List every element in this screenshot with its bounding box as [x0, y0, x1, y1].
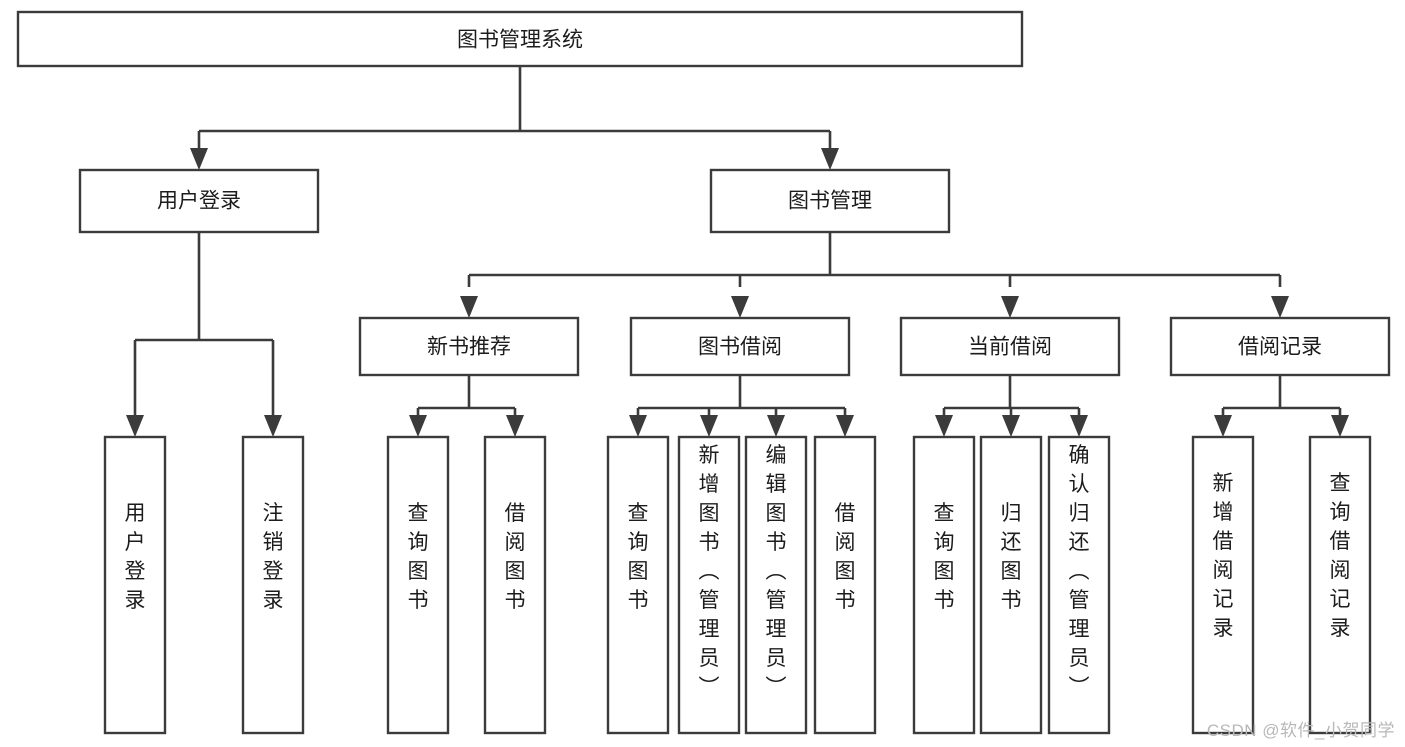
leaf-borrow-record-2-label: 查询借阅记录 — [1330, 472, 1351, 640]
leaf-borrow-record-1-box[interactable] — [1191, 435, 1255, 735]
leaf-borrow-record-1[interactable]: 新增借阅记录 — [1191, 435, 1255, 735]
leaf-current-borrow-1-box[interactable] — [912, 435, 976, 735]
leaf-recommend-2-box[interactable] — [483, 435, 547, 735]
node-current-borrow-label: 当前借阅 — [968, 336, 1052, 359]
arrow-to-user-login-leaf — [126, 415, 144, 437]
arrow-current-leaf-3 — [1070, 415, 1088, 437]
leaf-book-borrow-3[interactable]: 编辑图书︵管理员︶ — [744, 435, 808, 735]
leaf-current-borrow-1[interactable]: 查询图书 — [912, 435, 976, 735]
leaf-user-login-2[interactable]: 注销登录 — [241, 435, 305, 735]
arrow-record-leaf-2 — [1331, 415, 1349, 437]
node-new-book-recommend[interactable]: 新书推荐 — [358, 316, 580, 377]
leaf-user-login-1-label: 用户登录 — [125, 502, 146, 612]
leaf-book-borrow-2-label: 新增图书︵管理员︶ — [699, 444, 720, 699]
arrow-recommend-leaf-1 — [409, 415, 427, 437]
node-new-book-recommend-label: 新书推荐 — [427, 336, 511, 359]
leaf-current-borrow-2-box[interactable] — [979, 435, 1043, 735]
node-book-borrow-box[interactable] — [629, 316, 851, 377]
arrow-to-logout-leaf — [264, 415, 282, 437]
leaf-user-login-1-box[interactable] — [103, 435, 167, 735]
node-new-book-recommend-box[interactable] — [358, 316, 580, 377]
arrow-borrow-leaf-4 — [836, 415, 854, 437]
leaf-book-borrow-4-label: 借阅图书 — [835, 502, 856, 612]
leaf-current-borrow-3[interactable]: 确认归还︵管理员︶ — [1047, 435, 1111, 735]
leaf-recommend-2[interactable]: 借阅图书 — [483, 435, 547, 735]
leaf-book-borrow-1[interactable]: 查询图书 — [606, 435, 670, 735]
arrow-to-current-borrow — [1001, 296, 1019, 318]
leaf-borrow-record-1-label: 新增借阅记录 — [1213, 472, 1234, 640]
arrow-borrow-leaf-3 — [767, 415, 785, 437]
node-current-borrow[interactable]: 当前借阅 — [899, 316, 1121, 377]
leaf-current-borrow-3-label: 确认归还︵管理员︶ — [1069, 444, 1090, 699]
leaf-current-borrow-2-label: 归还图书 — [1001, 502, 1022, 612]
arrow-to-book-manage — [821, 148, 839, 170]
node-book-manage-label: 图书管理 — [788, 190, 872, 213]
leaf-book-borrow-1-label: 查询图书 — [628, 502, 649, 612]
leaf-current-borrow-2[interactable]: 归还图书 — [979, 435, 1043, 735]
leaf-borrow-record-2[interactable]: 查询借阅记录 — [1308, 435, 1372, 735]
node-root[interactable]: 图书管理系统 — [16, 10, 1024, 68]
arrow-current-leaf-1 — [935, 415, 953, 437]
arrow-to-book-borrow — [731, 296, 749, 318]
leaf-user-login-1[interactable]: 用户登录 — [103, 435, 167, 735]
arrow-to-new-book-recommend — [460, 296, 478, 318]
leaf-recommend-1[interactable]: 查询图书 — [386, 435, 450, 735]
leaf-current-borrow-1-label: 查询图书 — [934, 502, 955, 612]
node-root-box[interactable] — [16, 10, 1024, 68]
arrow-borrow-leaf-1 — [629, 415, 647, 437]
leaf-book-borrow-1-box[interactable] — [606, 435, 670, 735]
arrow-to-borrow-record — [1271, 296, 1289, 318]
connector-layer — [126, 66, 1349, 437]
node-borrow-record-label: 借阅记录 — [1238, 336, 1322, 359]
node-borrow-record-box[interactable] — [1169, 316, 1391, 377]
node-borrow-record[interactable]: 借阅记录 — [1169, 316, 1391, 377]
node-book-manage-box[interactable] — [709, 168, 951, 234]
leaf-recommend-1-box[interactable] — [386, 435, 450, 735]
leaf-book-borrow-3-label: 编辑图书︵管理员︶ — [766, 444, 787, 699]
node-book-borrow[interactable]: 图书借阅 — [629, 316, 851, 377]
leaf-current-borrow-3-box[interactable] — [1047, 435, 1111, 735]
arrow-record-leaf-1 — [1214, 415, 1232, 437]
node-current-borrow-box[interactable] — [899, 316, 1121, 377]
leaf-recommend-1-label: 查询图书 — [408, 502, 429, 612]
leaf-book-borrow-2-box[interactable] — [677, 435, 741, 735]
node-book-borrow-label: 图书借阅 — [698, 336, 782, 359]
arrow-recommend-leaf-2 — [506, 415, 524, 437]
leaf-user-login-2-label: 注销登录 — [263, 502, 284, 612]
node-user-login-label: 用户登录 — [157, 190, 241, 213]
node-user-login-box[interactable] — [78, 168, 320, 234]
node-user-login[interactable]: 用户登录 — [78, 168, 320, 234]
leaf-user-login-2-box[interactable] — [241, 435, 305, 735]
leaf-book-borrow-2[interactable]: 新增图书︵管理员︶ — [677, 435, 741, 735]
leaf-recommend-2-label: 借阅图书 — [505, 502, 526, 612]
arrow-to-user-login — [190, 148, 208, 170]
arrow-current-leaf-2 — [1002, 415, 1020, 437]
node-root-label: 图书管理系统 — [457, 29, 583, 52]
arrow-borrow-leaf-2 — [700, 415, 718, 437]
leaf-book-borrow-4-box[interactable] — [813, 435, 877, 735]
leaf-book-borrow-4[interactable]: 借阅图书 — [813, 435, 877, 735]
node-book-manage[interactable]: 图书管理 — [709, 168, 951, 234]
leaf-borrow-record-2-box[interactable] — [1308, 435, 1372, 735]
leaf-book-borrow-3-box[interactable] — [744, 435, 808, 735]
